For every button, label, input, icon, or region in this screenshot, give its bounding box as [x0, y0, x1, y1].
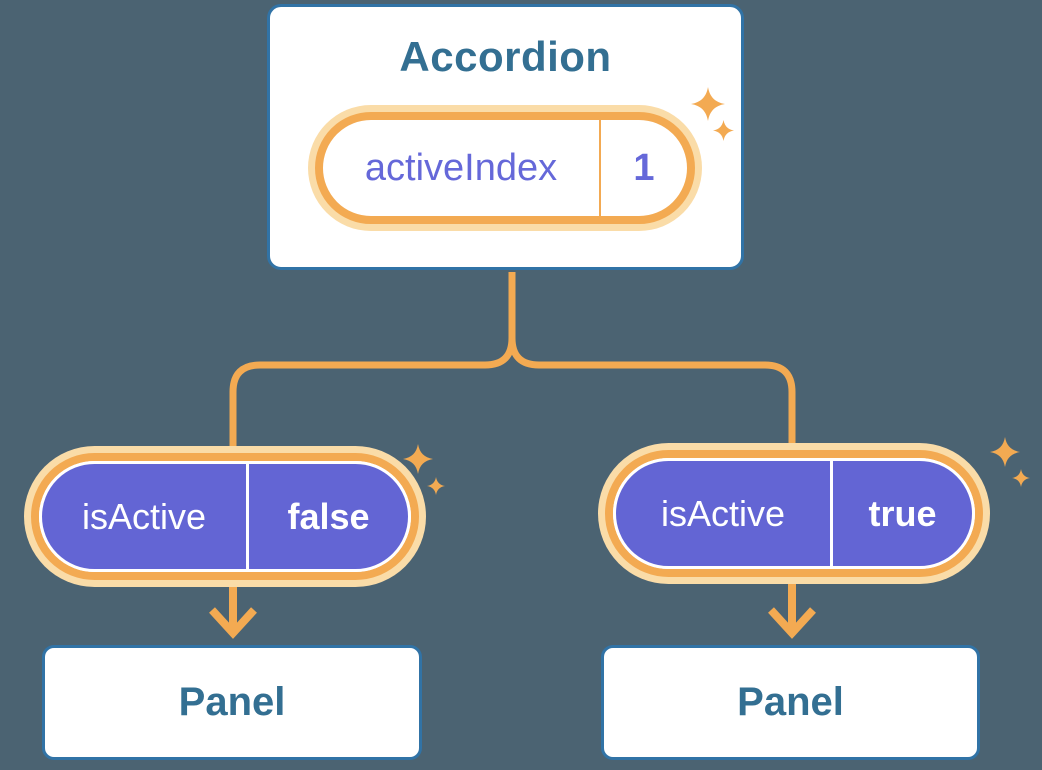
- panel-card-right: Panel: [601, 645, 980, 760]
- prop-pill-right-body: isActive true: [613, 458, 975, 569]
- pill-divider: [830, 461, 833, 566]
- prop-name: isActive: [660, 492, 786, 534]
- connector-branch-left: [229, 272, 516, 454]
- state-value: 1: [633, 146, 655, 189]
- connector-branch-right: [508, 272, 796, 451]
- sparkle-icon: [427, 477, 445, 495]
- state-pill: activeIndex 1: [315, 112, 695, 224]
- pill-divider: [599, 120, 601, 216]
- pill-divider: [246, 464, 249, 569]
- sparkle-icon: [403, 444, 433, 474]
- prop-name: isActive: [81, 495, 207, 537]
- sparkle-icon: [990, 437, 1020, 467]
- panel-title: Panel: [178, 680, 286, 724]
- state-pill-body: activeIndex 1: [323, 120, 687, 216]
- sparkle-icon: [1012, 469, 1030, 487]
- state-name: activeIndex: [364, 146, 558, 189]
- arrow-down-right-head: [768, 607, 816, 639]
- component-title: Accordion: [399, 33, 612, 80]
- prop-pill-left-body: isActive false: [39, 461, 411, 572]
- arrow-down-left-head: [209, 607, 257, 639]
- panel-title: Panel: [737, 680, 844, 724]
- prop-value: true: [868, 492, 937, 534]
- prop-value: false: [287, 495, 370, 537]
- prop-pill-left: isActive false: [31, 453, 419, 580]
- panel-card-left: Panel: [42, 645, 422, 760]
- prop-pill-right: isActive true: [605, 450, 983, 577]
